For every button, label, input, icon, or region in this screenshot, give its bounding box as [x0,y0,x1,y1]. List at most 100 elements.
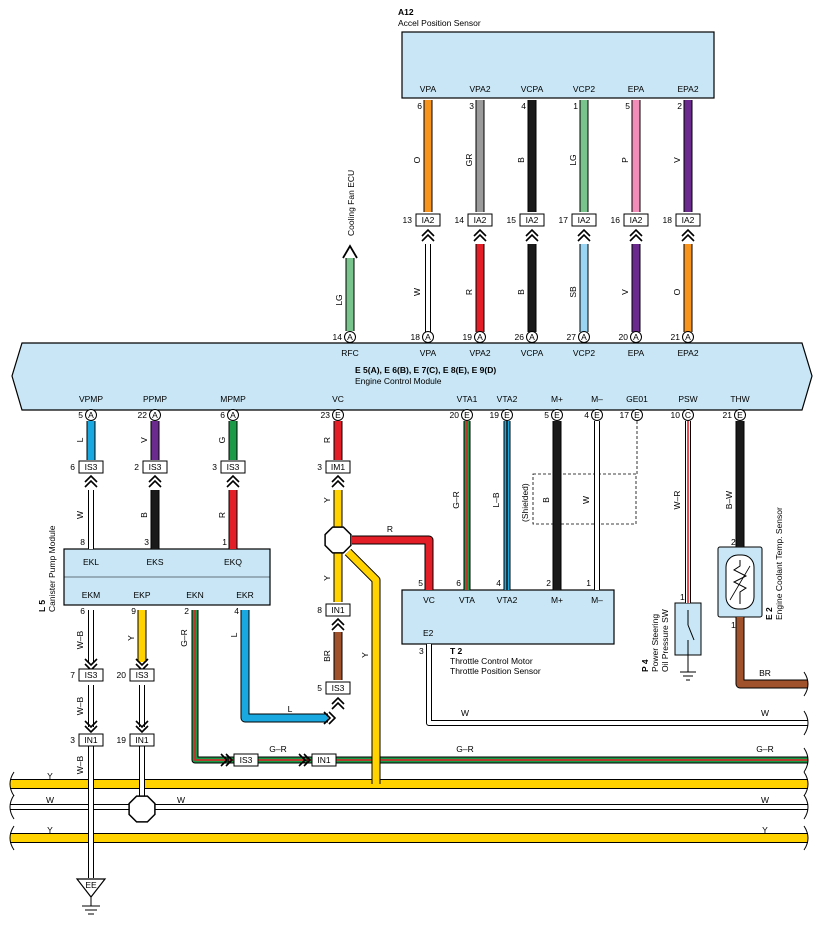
a12-chevron-4-2 [629,233,643,242]
ekp-conn-in1-num: 19 [117,735,127,745]
th-pin-num-0: 5 [418,578,423,588]
can-top-num-2: 1 [222,537,227,547]
ekn-conn-in1 [311,753,337,767]
canister-pump-module: L 5 Canister Pump Module [37,525,271,612]
sensor-a12-box [401,31,715,99]
vc-im1-num: 3 [317,462,322,472]
a12-chevron-5 [681,228,695,237]
can-upper-code-0: W [75,511,85,519]
gr-label-1: G–R [456,744,473,754]
ekr-l-label: L [288,704,293,714]
throttle-e2-num: 3 [419,646,424,656]
th-pin-label-1: VTA [459,595,475,605]
ecu-bot-pin-0 [85,409,97,421]
bus-w1-label-b: W [177,795,185,805]
a12-conn-1-tag: IA2 [474,215,487,225]
th-pin-label-3: M+ [551,595,563,605]
mid-chev-1 [331,617,345,626]
br-code: BR [322,650,332,662]
bus-break-r-1 [803,794,809,820]
ecu-top-pin-3-letter: A [529,332,535,342]
ekn-wire-a-stripe [194,610,234,761]
ecu-top-label-1: VPA [420,348,437,358]
ecu-bot-num-9: 10 [671,410,681,420]
a12-upper-code-4: P [620,157,630,163]
vc-y-code-b: Y [322,575,332,581]
a12-conn-2-num: 15 [507,215,517,225]
can-ecu-code-2: G [217,437,227,444]
ecu-bot-pin-2 [227,409,239,421]
ekn-wire-a-outline [191,610,234,764]
e2-wire-label: W [461,708,469,718]
coolant-name: Engine Coolant Temp. Sensor [774,507,784,620]
ekp-conn-in1-tag: IN1 [135,735,149,745]
mid-is3 [325,681,351,695]
coolant-pin-bot: 1 [731,620,736,630]
ecu-bot-pin-7-letter: E [594,410,600,420]
ecu-bot-pin-8-letter: E [634,410,640,420]
a12-lower-code-4: V [620,289,630,295]
ecu-bot-num-0: 5 [78,410,83,420]
th-pin-num-4: 1 [586,578,591,588]
ecu-top-pin-1 [422,331,434,343]
ecu-top-label-0: RFC [341,348,358,358]
ecu-bot-label-3: VC [332,394,344,404]
ecu-bot-num-8: 17 [620,410,630,420]
ecu-top-num-2: 19 [463,332,473,342]
ecu-top-label-4: VCP2 [573,348,595,358]
ecu-bot-num-2: 6 [220,410,225,420]
canister-code: L 5 [37,600,47,612]
ecu-bot-pin-8 [631,409,643,421]
e2-wire [427,644,808,725]
mid-in1 [325,603,351,617]
ekn-chev-2 [303,753,312,767]
a12-upper-code-1: GR [464,154,474,167]
ecu-top-num-1: 18 [411,332,421,342]
br-break [803,671,809,697]
ekr-wire [241,610,328,722]
bus-break-r-0 [803,771,809,797]
bus-w-right-label: W [761,795,769,805]
throttle-e2: E2 [423,628,434,638]
gr-break [803,747,809,773]
ekn-conn-is3-num: 4 [225,755,230,765]
ecu-bot-label-7: M– [591,394,603,404]
ekm-chev-2-2 [84,720,98,729]
a12-lower-code-0: W [412,288,422,296]
vc-chev [331,474,345,483]
ecu-bot-pin-4-letter: E [464,410,470,420]
coolant-br-wire [736,617,808,688]
ecu-name: Engine Control Module [355,376,442,386]
a12-conn-2-tag: IA2 [526,215,539,225]
wires-layer [10,100,808,878]
ecu-top-label-5: EPA [628,348,645,358]
sensor-a12-code: A12 [398,7,414,17]
can-bot-num-0: 6 [80,606,85,616]
a12-pin-num-3: 1 [573,101,578,111]
ecu-top-num-5: 20 [619,332,629,342]
ecu-top-label-3: VCPA [521,348,544,358]
can-ecu-code-0: L [75,437,85,442]
ecu-bot-pin-10-letter: E [737,410,743,420]
ecu-bot-pin-4 [461,409,473,421]
can-upper-code-1: B [139,512,149,518]
ecu-bot-label-2: MPMP [220,394,246,404]
ekp-chev-2 [135,725,149,734]
a12-pin-num-5: 2 [677,101,682,111]
coolant-br-code: BR [759,668,771,678]
a12-chevron-5-2 [681,233,695,242]
ecu-title: E 5(A), E 6(B), E 7(C), E 8(E), E 9(D) [355,365,496,375]
a12-chevron-3 [577,228,591,237]
th-pin-num-1: 6 [456,578,461,588]
ecu-bot-label-0: VPMP [79,394,103,404]
can-chev-1-2 [148,479,162,488]
can-bot-label-3: EKR [236,590,253,600]
vc-y-diag [345,549,380,784]
a12-pin-label-5: EPA2 [677,84,698,94]
can-bot-num-2: 2 [184,606,189,616]
bus-break-l-0 [9,771,15,797]
cooling-fan-code: LG [334,294,344,305]
a12-chevron-2 [525,228,539,237]
a12-conn-0 [415,213,441,227]
ecu-bot-pin-3 [332,409,344,421]
